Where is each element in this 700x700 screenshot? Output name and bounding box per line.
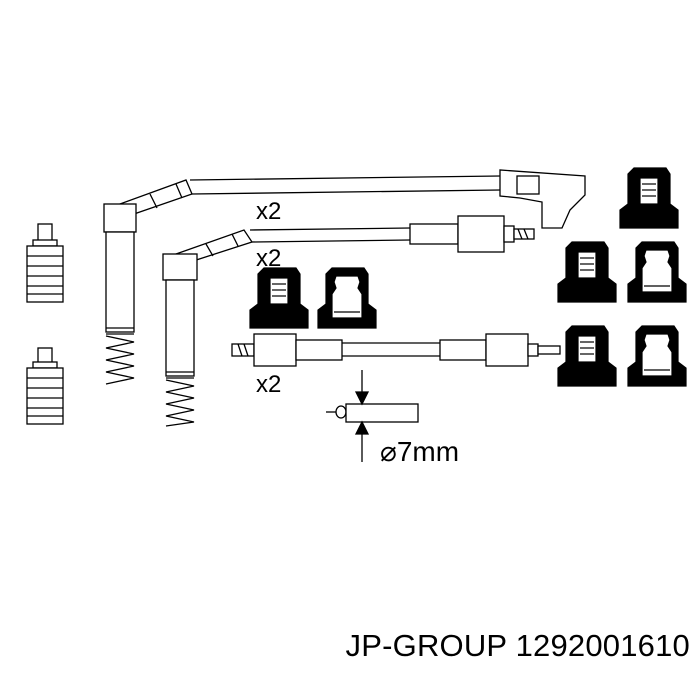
boot-dark-3 [249,267,309,329]
boot-dark-1 [619,167,679,229]
boot-dark-4 [557,325,617,387]
spark-plug-connector-top [26,223,64,303]
product-caption: JP-GROUP 1292001610 [0,628,690,664]
spark-plug-connector-bottom [26,347,64,425]
wire-diameter-indicator [326,370,419,462]
boot-hollow-2 [317,267,377,329]
ignition-wire-2 [162,215,535,427]
ignition-wire-1 [103,169,586,385]
part-number: 1292001610 [515,628,690,663]
boot-dark-2 [557,241,617,303]
brand-name: JP-GROUP [345,628,507,663]
quantity-label-wire-1: x2 [256,198,281,225]
boot-hollow-3 [627,325,687,387]
diameter-label: ⌀7mm [380,436,459,467]
quantity-label-wire-2: x2 [256,245,281,272]
boot-hollow-1 [627,241,687,303]
ignition-wire-3 [231,333,561,367]
quantity-label-wire-3: x2 [256,371,281,398]
